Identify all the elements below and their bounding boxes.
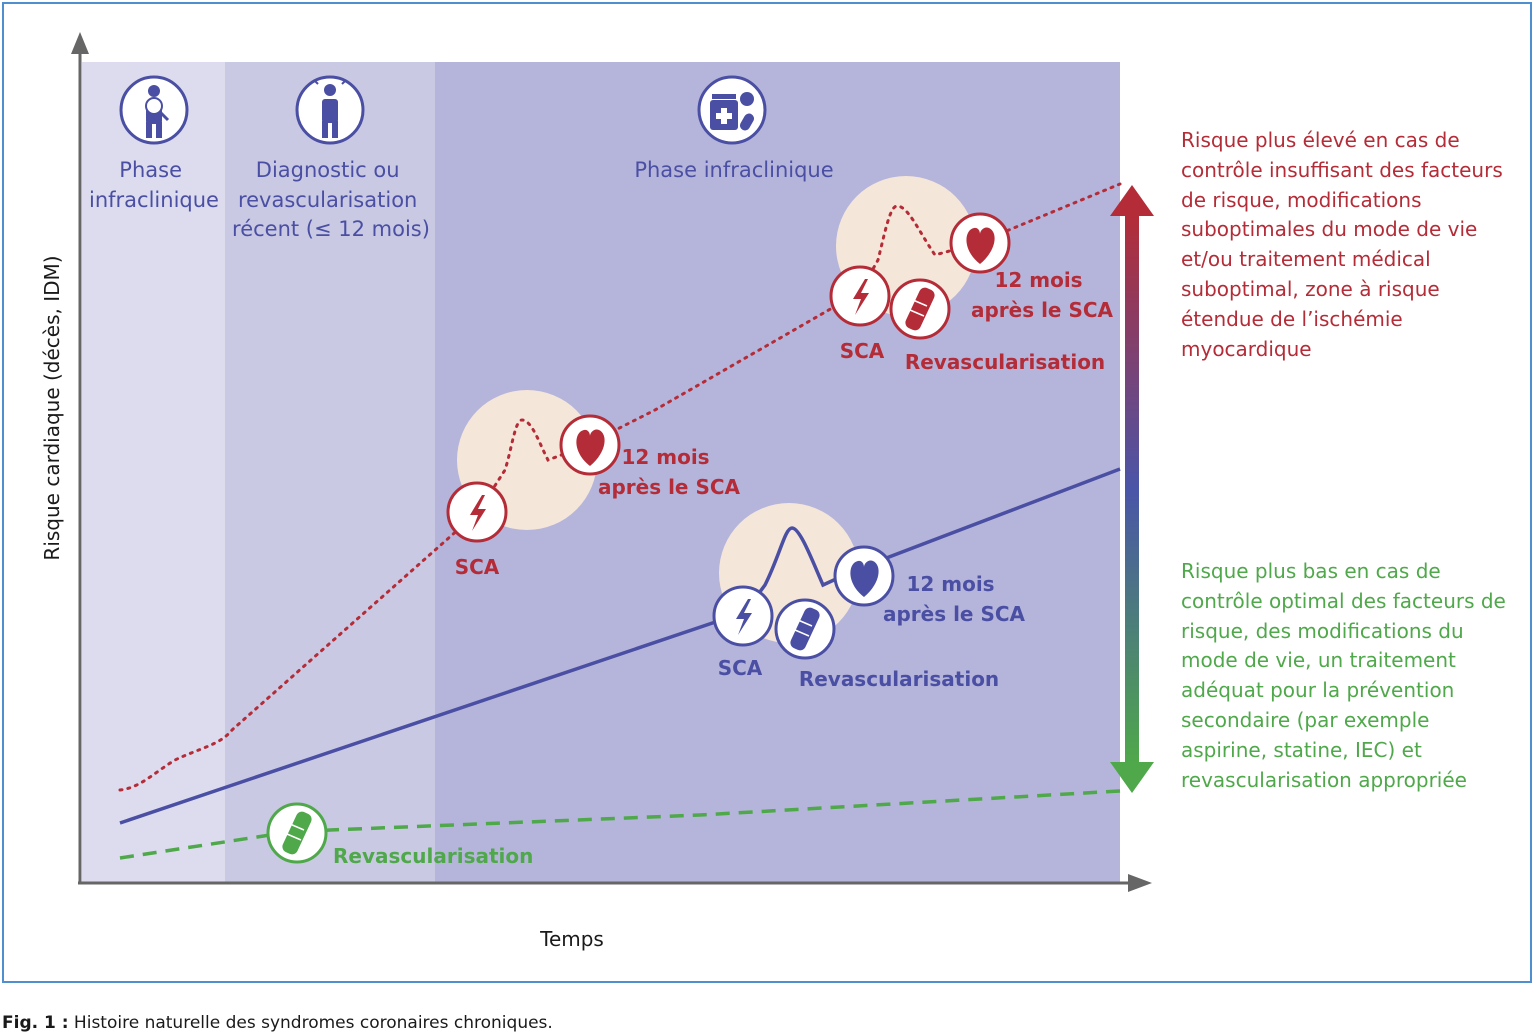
blue-revasc-label: Revascularisation [799, 667, 999, 691]
green-revasc-label: Revascularisation [333, 844, 533, 868]
lightning-icon [829, 265, 891, 327]
lightning-icon [712, 585, 774, 647]
red-revasc-2-label: Revascularisation [905, 350, 1105, 374]
red-sca-2-label: SCA [840, 339, 885, 363]
risk-arrow-up [1110, 185, 1154, 216]
person-question-icon [119, 75, 189, 145]
figure-frame [2, 2, 1532, 983]
phase2-label: Diagnostic ou revascularisation récent (… [232, 158, 430, 241]
red-sca-1-label: SCA [455, 555, 500, 579]
red-12mois-2-label: 12 mois après le SCA [971, 268, 1114, 322]
stent-icon [889, 278, 951, 340]
phase1-band [82, 62, 225, 883]
red-12mois-1-label: 12 mois après le SCA [598, 445, 741, 499]
x-axis-label: Temps [539, 927, 604, 951]
stent-icon [774, 598, 836, 660]
stent-icon [266, 802, 328, 864]
risk-gradient-bar [1125, 214, 1139, 764]
red-risk-line [118, 182, 1122, 792]
y-axis-arrow [71, 32, 89, 54]
heart-icon [559, 414, 621, 476]
risk-arrow-down [1110, 762, 1154, 793]
heart-icon [833, 545, 895, 607]
person-pain-icon [295, 75, 365, 145]
caption-label: Fig. 1 : [2, 1013, 69, 1033]
green-risk-line [119, 789, 1121, 860]
y-axis-label: Risque cardiaque (décès, IDM) [40, 255, 64, 560]
caption-text: Histoire naturelle des syndromes coronai… [68, 1013, 553, 1033]
blue-sca-label: SCA [718, 656, 763, 680]
phase2-band [225, 62, 435, 883]
high-risk-note: Risque plus élevé en cas de contrôle ins… [1181, 128, 1503, 361]
heart-icon [949, 212, 1011, 274]
lightning-icon [446, 481, 508, 543]
blue-risk-line [119, 467, 1121, 825]
x-axis-arrow [1128, 874, 1152, 892]
low-risk-note: Risque plus bas en cas de contrôle optim… [1181, 559, 1506, 792]
figure-caption: Fig. 1 : Histoire naturelle des syndrome… [2, 1013, 553, 1033]
phase3-label: Phase infraclinique [634, 158, 833, 182]
blue-12mois-label: 12 mois après le SCA [883, 572, 1026, 626]
medication-icon [697, 75, 767, 145]
phase1-label: Phase infraclinique [89, 158, 219, 212]
